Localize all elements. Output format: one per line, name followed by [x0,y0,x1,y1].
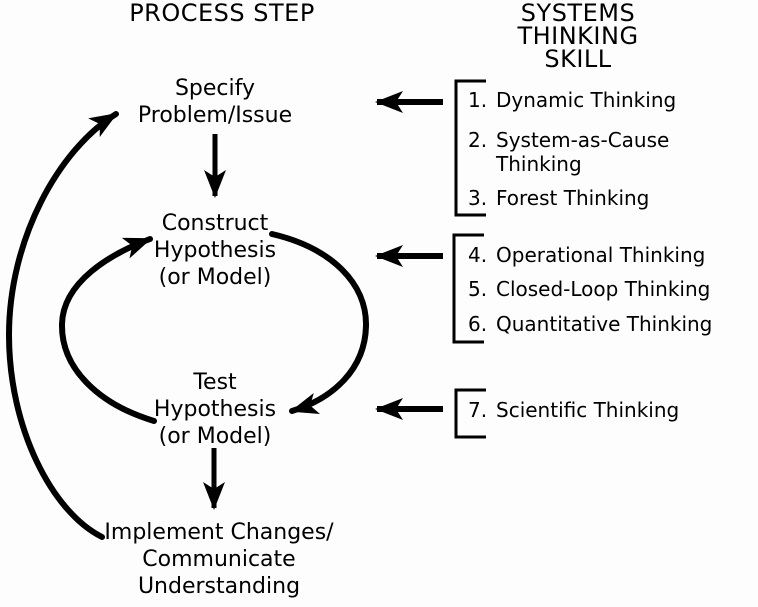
step-construct-hypothesis: Construct Hypothesis (or Model) [153,211,277,290]
skill-group-2: 4. Operational Thinking 5. Closed-Loop T… [468,243,712,336]
skill-item-dynamic-thinking: 1. Dynamic Thinking [468,88,676,112]
loop-arrow-construct-to-test [269,231,370,415]
skill-item-scientific-thinking: 7. Scientific Thinking [468,398,679,422]
skill-label: Closed-Loop Thinking [496,277,711,301]
skill-number: 3. [468,186,488,210]
skill-item-operational-thinking: 4. Operational Thinking [468,243,712,267]
skill-number: 5. [468,277,488,301]
skill-label: Scientific Thinking [496,398,680,422]
skill-item-forest-thinking: 3. Forest Thinking [468,186,676,210]
skill-label: Quantitative Thinking [496,312,713,336]
skill-number: 2. [468,128,488,152]
skill-label: Dynamic Thinking [496,88,677,112]
skill-item-quantitative-thinking: 6. Quantitative Thinking [468,312,712,336]
skill-group-3: 7. Scientific Thinking [468,398,679,422]
step-test-hypothesis: Test Hypothesis (or Model) [153,370,277,449]
skill-group-1: 1. Dynamic Thinking 2. System-as-Cause T… [468,88,676,210]
step-implement-communicate: Implement Changes/ Communicate Understan… [104,520,334,599]
skill-label: Forest Thinking [496,186,650,210]
systems-thinking-skill-header: SYSTEMS THINKING SKILL [517,0,639,73]
step-specify-problem-issue: Specify Problem/Issue [137,76,293,128]
skill-label: System-as-Cause Thinking [496,128,670,176]
skill-number: 7. [468,398,488,422]
process-step-header: PROCESS STEP [129,0,315,27]
skill-item-system-as-cause-thinking: 2. System-as-Cause Thinking [468,128,676,176]
skill-number: 4. [468,243,488,267]
bracket-skill-group-3 [454,388,486,439]
feedback-arrow-implement-to-specify [5,111,119,540]
skill-label: Operational Thinking [496,243,706,267]
bracket-skill-group-2 [452,233,484,344]
skill-item-closed-loop-thinking: 5. Closed-Loop Thinking [468,277,712,301]
loop-arrow-test-to-construct [58,236,157,424]
bracket-skill-group-1 [454,79,486,217]
skill-number: 6. [468,312,488,336]
skill-number: 1. [468,88,488,112]
